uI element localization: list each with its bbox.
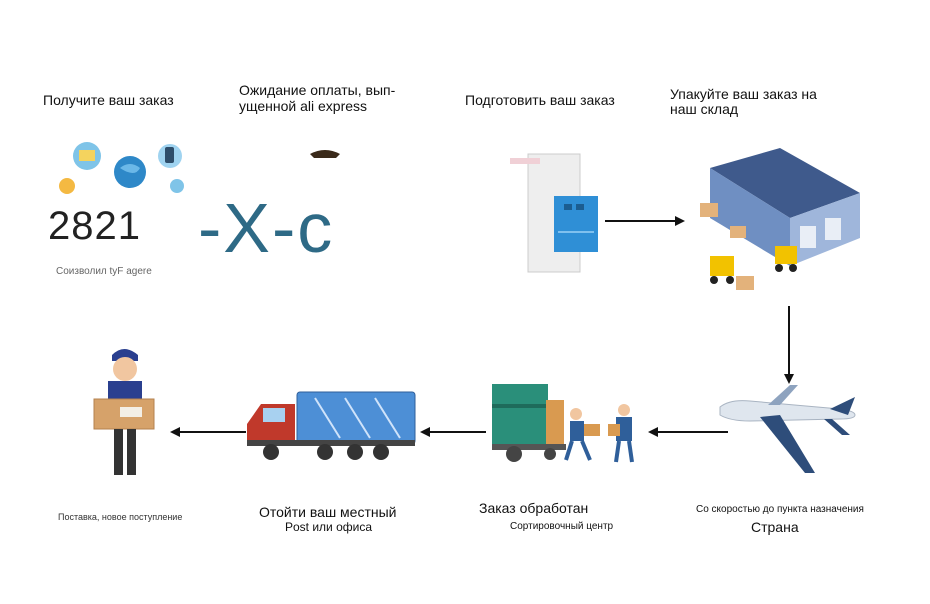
step-payment-label-2: ущенной ali express [239,98,368,114]
coin-icon [59,178,75,194]
document-printer-icon [510,153,598,273]
worker-icon [618,404,630,416]
worker-icon [570,408,582,420]
airplane-icon [719,385,856,473]
step-local-label-2: Post или офиса [285,520,373,534]
overlay-code: -X-c [198,189,335,267]
step-receive-label: Получите ваш заказ [43,92,174,108]
warehouse-icon [700,148,860,290]
payment-icon [310,150,340,158]
parcel-icon [546,400,564,444]
step-country-label: Страна [751,519,799,535]
arrow-right-icon [605,216,685,226]
overlay-caption: Соизволил tyF agere [56,266,152,277]
step-payment-label-1: Ожидание оплаты, вып- [239,82,396,98]
overlay-number: 2821 [48,204,141,248]
delivery-truck-icon [247,391,416,460]
arrow-left-icon [420,427,486,437]
step-local-label-1: Отойти ваш местный [259,504,397,520]
step-processed-label: Заказ обработан [479,500,589,516]
communication-icons [59,142,184,194]
step-prepare-label: Подготовить ваш заказ [465,92,615,108]
step-sorting-label: Сортировочный центр [510,521,614,532]
forklift-icon [710,256,734,276]
step-pack-label-1: Упакуйте ваш заказ на [670,86,817,102]
arrow-left-icon [648,427,728,437]
delivery-man-icon [93,349,155,475]
arrow-down-icon [784,306,794,384]
sorting-center-icon [492,384,634,463]
step-delivery-label: Поставка, новое поступление [58,512,183,522]
step-speed-label: Со скоростью до пункта назначения [696,504,864,515]
step-pack-label-2: наш склад [670,101,739,117]
arrow-left-icon [170,427,246,437]
